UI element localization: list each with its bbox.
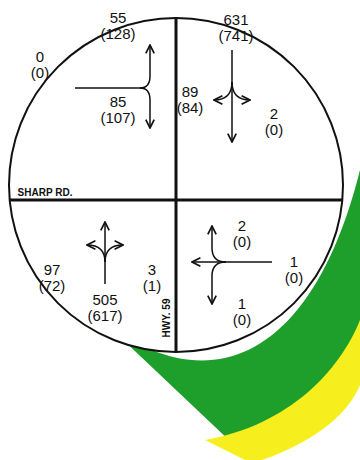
movement-arrows — [75, 45, 272, 304]
volume-count-pm: (0) — [265, 122, 283, 138]
volume-count-pm: (72) — [39, 278, 66, 294]
volume-count: 0 — [36, 49, 44, 65]
volume-count-pm: (0) — [31, 65, 49, 81]
volume-count: 1 — [290, 254, 298, 270]
intersection-circle — [9, 18, 343, 352]
volume-count-pm: (617) — [87, 308, 122, 324]
volume-count: 97 — [44, 262, 61, 278]
volume-count: 1 — [238, 296, 246, 312]
volume-count-pm: (741) — [218, 28, 253, 44]
white-corner — [262, 385, 360, 460]
volume-count: 505 — [92, 292, 117, 308]
volume-count-pm: (0) — [285, 270, 303, 286]
hwy-59-line — [175, 18, 178, 352]
volume-count-pm: (1) — [143, 278, 161, 294]
volume-count: 55 — [110, 10, 127, 26]
volume-count: 3 — [148, 262, 156, 278]
volume-count-pm: (0) — [233, 312, 251, 328]
volume-count-pm: (84) — [177, 100, 204, 116]
volume-count-pm: (0) — [233, 234, 251, 250]
volume-count: 89 — [182, 84, 199, 100]
volume-count: 2 — [238, 218, 246, 234]
volume-count: 631 — [223, 12, 248, 28]
road-name: HWY. 59 — [161, 299, 172, 338]
volume-count-pm: (107) — [100, 110, 135, 126]
volume-count-pm: (128) — [100, 26, 135, 42]
volume-count: 2 — [270, 106, 278, 122]
volume-count: 85 — [110, 94, 127, 110]
road-name: SHARP RD. — [18, 187, 73, 198]
